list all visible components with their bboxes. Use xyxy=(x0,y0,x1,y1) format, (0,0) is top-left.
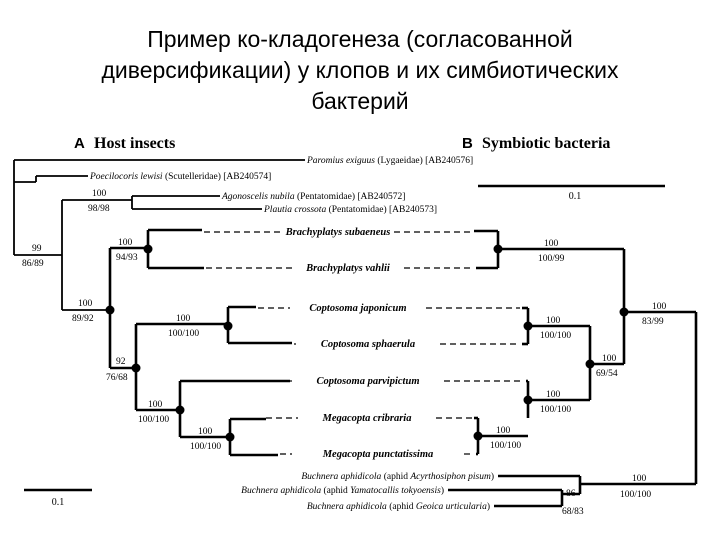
scale-label-symbiont: 0.1 xyxy=(569,191,582,202)
host-support-values: 99 86/89 100 98/98 100 89/92 100 94/93 9… xyxy=(22,189,221,452)
association-links xyxy=(204,231,524,455)
support-value: 100/100 xyxy=(490,441,521,451)
node-marker xyxy=(143,244,153,254)
node-markers xyxy=(105,244,629,442)
node-marker xyxy=(523,321,533,331)
node-marker xyxy=(585,359,595,369)
support-value: 98/98 xyxy=(88,204,110,214)
panel-a-label: Host insects xyxy=(94,135,175,152)
taxon-label: Coptosoma sphaerula xyxy=(321,339,415,350)
scale-label-host: 0.1 xyxy=(52,497,65,508)
buchnera-labels: Buchnera aphidicola (aphid Acyrthosiphon… xyxy=(241,471,494,512)
taxon-label: Megacopta punctatissima xyxy=(322,449,434,460)
support-value: 100 xyxy=(198,427,213,437)
scale-bar-host: 0.1 xyxy=(24,488,92,508)
taxon-label: Megacopta cribraria xyxy=(322,413,412,424)
node-marker xyxy=(175,405,185,415)
node-marker xyxy=(493,244,503,254)
symbiont-tree xyxy=(448,229,698,508)
title-line-3: бактерий xyxy=(311,88,409,114)
support-value: 86/89 xyxy=(22,259,44,269)
taxon-label: Coptosoma parvipictum xyxy=(317,376,420,387)
node-marker xyxy=(223,321,233,331)
support-value: 94/93 xyxy=(116,253,138,263)
panel-a-letter: A xyxy=(74,135,85,152)
title-line-1: Пример ко-кладогенеза (согласованной xyxy=(147,26,573,52)
support-value: 100/100 xyxy=(540,405,571,415)
taxon-label: Buchnera aphidicola (aphid Geoica urticu… xyxy=(307,501,490,512)
taxon-label: Agonoscelis nubila (Pentatomidae) [AB240… xyxy=(221,191,405,202)
symbiont-support-values: 100 100/99 100 100/100 100 100/100 100 1… xyxy=(490,239,667,517)
taxon-label: Poecilocoris lewisi (Scutelleridae) [AB2… xyxy=(89,171,271,182)
taxon-label: Paromius exiguus (Lygaeidae) [AB240576] xyxy=(306,155,473,166)
support-value: 92 xyxy=(116,357,126,367)
support-value: 100/100 xyxy=(620,490,651,500)
taxon-label: Plautia crossota (Pentatomidae) [AB24057… xyxy=(263,204,437,215)
support-value: 100 xyxy=(632,474,647,484)
taxon-label: Buchnera aphidicola (aphid Yamatocallis … xyxy=(241,485,444,496)
support-value: 100 xyxy=(652,302,667,312)
panel-b-label: Symbiotic bacteria xyxy=(482,135,610,152)
taxon-label: Brachyplatys subaeneus xyxy=(285,227,391,238)
support-value: 68/83 xyxy=(562,507,584,517)
support-value: 100 xyxy=(118,238,133,248)
support-value: 100/99 xyxy=(538,254,565,264)
support-value: 99 xyxy=(32,244,42,254)
support-value: 100/100 xyxy=(190,442,221,452)
slide-title: Пример ко-кладогенеза (согласованной див… xyxy=(60,24,660,117)
support-value: 69/54 xyxy=(596,369,618,379)
support-value: 100/100 xyxy=(168,329,199,339)
shared-taxon-labels: Brachyplatys subaeneus Brachyplatys vahl… xyxy=(285,227,434,460)
title-line-2: диверсификации) у клопов и их симбиотиче… xyxy=(101,57,619,83)
node-marker xyxy=(619,307,629,317)
support-value: 100 xyxy=(148,400,163,410)
taxon-label: Buchnera aphidicola (aphid Acyrthosiphon… xyxy=(301,471,494,482)
support-value: 83/99 xyxy=(642,317,664,327)
node-marker xyxy=(105,305,115,315)
node-marker xyxy=(131,363,141,373)
support-value: 100 xyxy=(176,314,191,324)
scale-bar-symbiont: 0.1 xyxy=(478,184,665,202)
support-value: 76/68 xyxy=(106,373,128,383)
taxon-label: Brachyplatys vahlii xyxy=(305,263,390,274)
support-value: 100 xyxy=(546,390,561,400)
outgroup-labels: Paromius exiguus (Lygaeidae) [AB240576] … xyxy=(89,155,473,215)
support-value: 100 xyxy=(92,189,107,199)
support-value: 100 xyxy=(546,316,561,326)
support-value: 100 xyxy=(602,354,617,364)
support-value: 100 xyxy=(78,299,93,309)
panel-b-letter: B xyxy=(462,135,473,152)
host-tree-outgroups xyxy=(13,159,305,311)
support-value: 100 xyxy=(496,426,511,436)
node-marker xyxy=(523,395,533,405)
support-value: 89/92 xyxy=(72,314,94,324)
support-value: 86 xyxy=(566,489,576,499)
support-value: 100/100 xyxy=(540,331,571,341)
support-value: 100 xyxy=(544,239,559,249)
support-value: 100/100 xyxy=(138,415,169,425)
taxon-label: Coptosoma japonicum xyxy=(309,303,406,314)
node-marker xyxy=(225,432,235,442)
node-marker xyxy=(473,431,483,441)
